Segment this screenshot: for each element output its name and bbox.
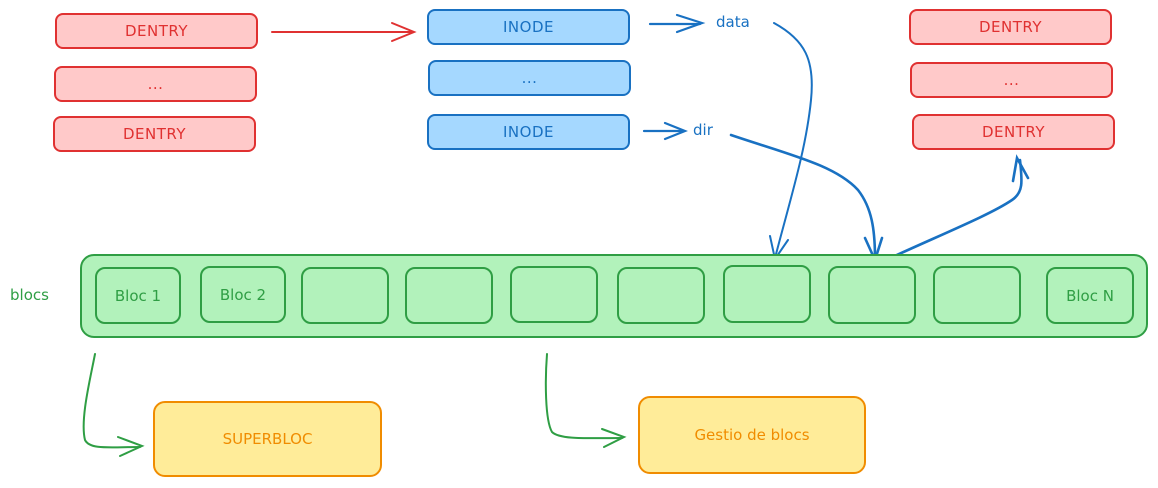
arrow-inode-to-dir <box>642 121 688 141</box>
bloc-5[interactable] <box>510 266 598 323</box>
inode-label: ... <box>521 69 538 87</box>
blocs-label: blocs <box>10 286 49 304</box>
gestio-blocs-label: Gestio de blocs <box>694 426 810 444</box>
arrow-blocs-to-superbloc <box>82 353 145 457</box>
inode-label: INODE <box>503 123 554 141</box>
arrow-dir-to-bloc <box>729 133 884 264</box>
bloc-1[interactable]: Bloc 1 <box>95 267 181 324</box>
arrow-inode-to-data <box>648 13 706 34</box>
bloc-n[interactable]: Bloc N <box>1046 267 1134 324</box>
bloc-label: Bloc N <box>1066 286 1114 305</box>
superbloc-box[interactable]: SUPERBLOC <box>153 401 382 477</box>
dentry-right-2[interactable]: ... <box>910 62 1113 98</box>
bloc-label: Bloc 2 <box>219 285 267 304</box>
arrow-dentry-to-inode <box>271 22 417 42</box>
arrow-data-to-bloc <box>769 22 813 262</box>
dentry-label: DENTRY <box>978 18 1043 36</box>
bloc-2[interactable]: Bloc 2 <box>200 266 286 323</box>
dentry-label: DENTRY <box>124 22 189 40</box>
bloc-3[interactable] <box>301 267 389 324</box>
inode-label: INODE <box>503 18 554 36</box>
bloc-9[interactable] <box>933 266 1021 324</box>
arrow-blocs-to-gestio <box>544 353 627 448</box>
dentry-label: ... <box>147 75 164 93</box>
gestio-blocs-box[interactable]: Gestio de blocs <box>638 396 866 474</box>
dentry-label: ... <box>1003 71 1020 89</box>
inode-2[interactable]: ... <box>428 60 631 96</box>
bloc-8[interactable] <box>828 266 916 324</box>
bloc-7[interactable] <box>723 265 811 323</box>
dentry-left-3[interactable]: DENTRY <box>53 116 256 152</box>
dentry-right-1[interactable]: DENTRY <box>909 9 1112 45</box>
bloc-4[interactable] <box>405 267 493 324</box>
arrow-bloc-to-dentry <box>884 154 1030 262</box>
dentry-left-1[interactable]: DENTRY <box>55 13 258 49</box>
inode-1[interactable]: INODE <box>427 9 630 45</box>
dentry-right-3[interactable]: DENTRY <box>912 114 1115 150</box>
label-data: data <box>716 13 750 31</box>
dentry-left-2[interactable]: ... <box>54 66 257 102</box>
bloc-6[interactable] <box>617 267 705 324</box>
dentry-label: DENTRY <box>122 125 187 143</box>
label-dir: dir <box>693 121 713 139</box>
inode-3[interactable]: INODE <box>427 114 630 150</box>
dentry-label: DENTRY <box>981 123 1046 141</box>
superbloc-label: SUPERBLOC <box>222 430 313 448</box>
bloc-label: Bloc 1 <box>114 286 162 305</box>
